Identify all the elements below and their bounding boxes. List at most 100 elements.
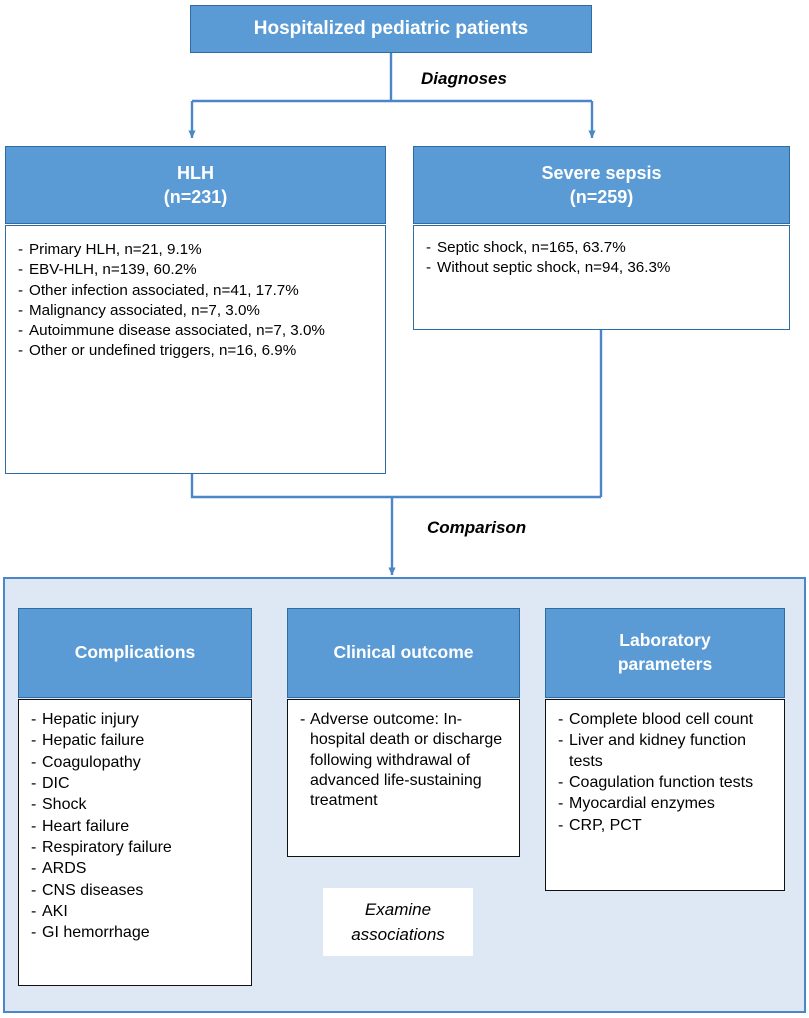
- laboratory-title-line2: parameters: [617, 654, 713, 674]
- laboratory-title-line1: Laboratory: [619, 630, 711, 651]
- hlh-count: (n=231): [163, 187, 228, 207]
- list-item-text: Coagulopathy: [42, 753, 141, 771]
- node-hospitalized-pediatric-patients: Hospitalized pediatric patients: [190, 5, 592, 53]
- list-item-text: Adverse outcome: In-hospital death or di…: [310, 711, 503, 810]
- list-item: -DIC: [31, 774, 241, 794]
- bullet-dash: -: [558, 711, 564, 728]
- node-body-clinical-outcome: -Adverse outcome: In-hospital death or d…: [287, 699, 520, 857]
- list-item: -Adverse outcome: In-hospital death or d…: [300, 710, 509, 812]
- list-item-text: EBV-HLH, n=139, 60.2%: [29, 261, 197, 279]
- list-item-text: Complete blood cell count: [569, 711, 754, 728]
- bullet-dash: -: [18, 241, 24, 258]
- sepsis-count: (n=259): [569, 187, 634, 207]
- bullet-dash: -: [18, 261, 24, 279]
- edge-label-diagnoses: Diagnoses: [421, 69, 507, 88]
- bullet-dash: -: [426, 259, 432, 277]
- list-item: -GI hemorrhage: [31, 923, 241, 943]
- list-item: -Coagulation function tests: [558, 773, 776, 793]
- node-examine-associations: Examine associations: [323, 888, 473, 956]
- node-header-clinical-outcome: Clinical outcome: [287, 608, 520, 698]
- list-item: -Myocardial enzymes: [558, 794, 776, 814]
- bullet-dash: -: [300, 711, 306, 728]
- node-header-laboratory-parameters: Laboratory parameters: [545, 608, 785, 698]
- list-item: -Hepatic failure: [31, 731, 241, 751]
- list-item-text: DIC: [42, 774, 70, 792]
- node-body-complications: -Hepatic injury -Hepatic failure -Coagul…: [18, 699, 252, 986]
- sepsis-item-list: -Septic shock, n=165, 63.7% -Without sep…: [426, 238, 777, 278]
- list-item-text: Malignancy associated, n=7, 3.0%: [29, 301, 260, 319]
- list-item: -Hepatic injury: [31, 710, 241, 730]
- bullet-dash: -: [31, 860, 37, 878]
- examine-line1: Examine: [364, 899, 432, 919]
- list-item-text: Hepatic injury: [42, 711, 139, 728]
- list-item: -Autoimmune disease associated, n=7, 3.0…: [18, 321, 373, 340]
- bullet-dash: -: [31, 774, 37, 792]
- list-item: -Respiratory failure: [31, 838, 241, 858]
- node-header-hlh: HLH (n=231): [5, 146, 386, 224]
- list-item-text: Liver and kidney function tests: [569, 732, 746, 770]
- hlh-item-list: -Primary HLH, n=21, 9.1% -EBV-HLH, n=139…: [18, 240, 373, 361]
- list-item: -EBV-HLH, n=139, 60.2%: [18, 260, 373, 279]
- bullet-dash: -: [31, 817, 37, 835]
- list-item-text: Hepatic failure: [42, 732, 145, 750]
- list-item: -Other infection associated, n=41, 17.7%: [18, 281, 373, 300]
- complications-item-list: -Hepatic injury -Hepatic failure -Coagul…: [31, 710, 241, 943]
- bullet-dash: -: [31, 902, 37, 920]
- list-item: -CRP, PCT: [558, 816, 776, 836]
- list-item: -Septic shock, n=165, 63.7%: [426, 238, 777, 257]
- bullet-dash: -: [18, 281, 24, 299]
- list-item-text: Other or undefined triggers, n=16, 6.9%: [29, 342, 297, 360]
- node-body-severe-sepsis: -Septic shock, n=165, 63.7% -Without sep…: [413, 225, 790, 330]
- clinical-outcome-item-list: -Adverse outcome: In-hospital death or d…: [300, 710, 509, 812]
- list-item-text: Shock: [42, 796, 87, 814]
- list-item-text: Myocardial enzymes: [569, 795, 715, 813]
- list-item: -Primary HLH, n=21, 9.1%: [18, 240, 373, 259]
- list-item-text: GI hemorrhage: [42, 924, 150, 942]
- node-body-laboratory-parameters: -Complete blood cell count -Liver and ki…: [545, 699, 785, 891]
- list-item-text: Primary HLH, n=21, 9.1%: [29, 241, 202, 258]
- bullet-dash: -: [558, 773, 564, 791]
- list-item: -Without septic shock, n=94, 36.3%: [426, 258, 777, 277]
- list-item: -CNS diseases: [31, 881, 241, 901]
- list-item: -Malignancy associated, n=7, 3.0%: [18, 301, 373, 320]
- bullet-dash: -: [426, 239, 432, 256]
- node-header-severe-sepsis: Severe sepsis (n=259): [413, 146, 790, 224]
- list-item-text: AKI: [42, 902, 68, 920]
- list-item: -ARDS: [31, 859, 241, 879]
- list-item: -Heart failure: [31, 817, 241, 837]
- bullet-dash: -: [558, 795, 564, 813]
- list-item-text: Heart failure: [42, 817, 130, 835]
- edge-label-comparison: Comparison: [427, 518, 527, 537]
- bullet-dash: -: [558, 732, 564, 750]
- bullet-dash: -: [558, 816, 564, 834]
- bullet-dash: -: [31, 711, 37, 728]
- list-item: -Complete blood cell count: [558, 710, 776, 730]
- list-item-text: Coagulation function tests: [569, 773, 754, 791]
- bullet-dash: -: [31, 732, 37, 750]
- list-item-text: Septic shock, n=165, 63.7%: [437, 239, 626, 256]
- list-item: -Liver and kidney function tests: [558, 731, 776, 772]
- complications-title: Complications: [74, 642, 196, 663]
- list-item: -Other or undefined triggers, n=16, 6.9%: [18, 341, 373, 360]
- examine-line2: associations: [351, 925, 445, 944]
- node-title-text: Hospitalized pediatric patients: [253, 18, 529, 40]
- node-header-complications: Complications: [18, 608, 252, 698]
- list-item-text: Respiratory failure: [42, 838, 172, 856]
- list-item-text: ARDS: [42, 860, 87, 878]
- bullet-dash: -: [31, 838, 37, 856]
- list-item: -Coagulopathy: [31, 753, 241, 773]
- bullet-dash: -: [31, 796, 37, 814]
- bullet-dash: -: [31, 753, 37, 771]
- bullet-dash: -: [18, 322, 24, 340]
- list-item-text: Autoimmune disease associated, n=7, 3.0%: [29, 322, 325, 340]
- laboratory-item-list: -Complete blood cell count -Liver and ki…: [558, 710, 776, 836]
- list-item: -AKI: [31, 902, 241, 922]
- bullet-dash: -: [18, 342, 24, 360]
- bullet-dash: -: [31, 924, 37, 942]
- node-body-hlh: -Primary HLH, n=21, 9.1% -EBV-HLH, n=139…: [5, 225, 386, 474]
- sepsis-title: Severe sepsis: [541, 162, 662, 183]
- hlh-title: HLH: [177, 162, 214, 183]
- list-item-text: Other infection associated, n=41, 17.7%: [29, 281, 299, 299]
- list-item-text: CRP, PCT: [569, 816, 642, 834]
